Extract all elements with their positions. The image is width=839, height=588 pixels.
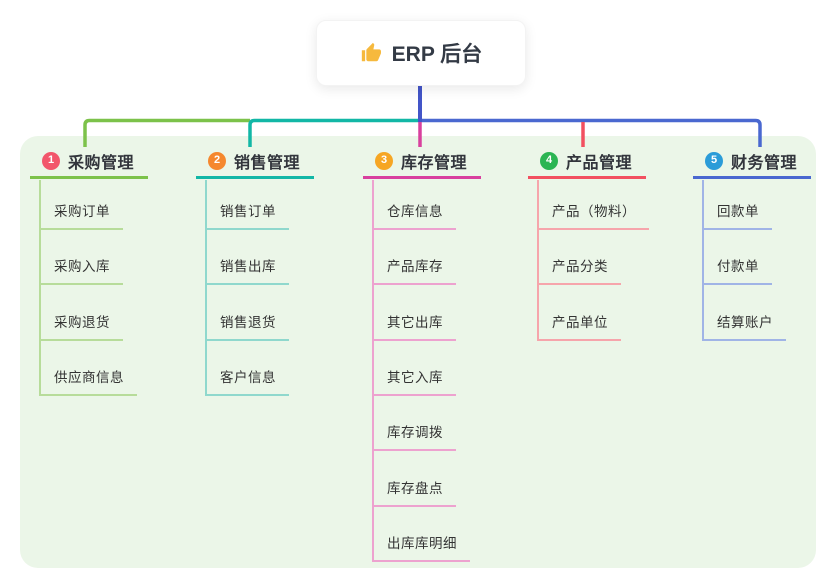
branch-node-label: 产品管理 xyxy=(566,154,633,172)
child-node[interactable]: 供应商信息 xyxy=(39,366,137,396)
child-node[interactable]: 产品单位 xyxy=(537,311,621,341)
child-connector-line xyxy=(702,180,704,341)
child-node[interactable]: 出库库明细 xyxy=(372,532,470,562)
root-node[interactable]: ERP 后台 xyxy=(316,20,526,86)
branch-node-4[interactable]: 4 产品管理 xyxy=(528,145,646,179)
branch-node-3[interactable]: 3 库存管理 xyxy=(363,145,481,179)
child-node[interactable]: 销售订单 xyxy=(205,200,289,230)
child-connector-line xyxy=(39,180,41,396)
branch-node-label: 采购管理 xyxy=(68,154,135,172)
child-node[interactable]: 产品库存 xyxy=(372,255,456,286)
branch-number-badge: 1 xyxy=(42,151,60,170)
child-node[interactable]: 其它出库 xyxy=(372,311,456,341)
child-node[interactable]: 仓库信息 xyxy=(372,200,456,230)
child-node[interactable]: 产品分类 xyxy=(537,255,621,286)
child-node[interactable]: 付款单 xyxy=(702,255,772,286)
branch-node-label: 销售管理 xyxy=(234,154,301,172)
child-node[interactable]: 其它入库 xyxy=(372,366,456,396)
child-node[interactable]: 库存调拨 xyxy=(372,421,456,452)
branch-node-1[interactable]: 1 采购管理 xyxy=(30,145,148,179)
branch-node-label: 库存管理 xyxy=(401,154,468,172)
child-node[interactable]: 产品（物料） xyxy=(537,200,649,230)
branch-number-badge: 5 xyxy=(705,151,723,170)
child-node[interactable]: 结算账户 xyxy=(702,311,786,341)
child-connector-line xyxy=(372,180,374,562)
child-node[interactable]: 销售退货 xyxy=(205,311,289,341)
thumbs-up-icon xyxy=(360,42,382,64)
child-connector-line xyxy=(537,180,539,341)
child-node[interactable]: 采购入库 xyxy=(39,255,123,286)
branch-number-badge: 2 xyxy=(208,151,226,170)
root-node-label: ERP 后台 xyxy=(391,43,483,66)
branch-node-label: 财务管理 xyxy=(731,154,798,172)
branch-node-5[interactable]: 5 财务管理 xyxy=(693,145,811,179)
child-node[interactable]: 销售出库 xyxy=(205,255,289,286)
child-node[interactable]: 采购订单 xyxy=(39,200,123,230)
child-node[interactable]: 库存盘点 xyxy=(372,477,456,507)
child-node[interactable]: 采购退货 xyxy=(39,311,123,341)
child-node[interactable]: 回款单 xyxy=(702,200,772,230)
mindmap-background-panel xyxy=(20,136,816,568)
child-connector-line xyxy=(205,180,207,396)
branch-number-badge: 3 xyxy=(375,151,393,170)
child-node[interactable]: 客户信息 xyxy=(205,366,289,396)
branch-number-badge: 4 xyxy=(540,151,558,170)
branch-node-2[interactable]: 2 销售管理 xyxy=(196,145,314,179)
